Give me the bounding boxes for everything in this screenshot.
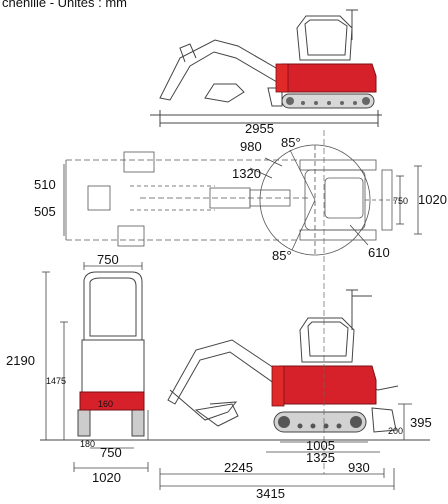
dim-160: 160: [98, 399, 113, 409]
front-cab: [83, 271, 143, 341]
plan-body: [304, 169, 366, 231]
dim-2955: 2955: [245, 121, 274, 136]
dim-1005: 1005: [306, 438, 335, 453]
dim-180: 180: [80, 439, 95, 449]
dim-750-front: 750: [100, 445, 122, 460]
cab-bottom: [299, 317, 355, 363]
dim-610: 610: [368, 245, 390, 260]
side-view-top: [159, 9, 375, 109]
front-track-left: [77, 409, 91, 437]
blade-bottom: [371, 407, 397, 433]
front-body: [81, 339, 145, 393]
bucket: [204, 83, 245, 103]
track-top: [281, 93, 375, 109]
dim-510: 510: [34, 177, 56, 192]
dim-980: 980: [240, 139, 262, 154]
bucket-plan-lower: [117, 225, 145, 247]
dim-930: 930: [348, 460, 370, 475]
dim-1325: 1325: [306, 450, 335, 465]
plan-cab: [324, 177, 364, 219]
front-track-right: [131, 409, 145, 437]
dim-85-bottom: 85°: [272, 248, 292, 263]
plan-track-lower: [299, 229, 377, 241]
upper-body-red-bottom: [273, 365, 377, 405]
boom: [159, 39, 284, 101]
dim-1475: 1475: [46, 376, 66, 386]
header-caption: chenille - Unités : mm: [2, 0, 127, 10]
dim-85-top: 85°: [281, 135, 301, 150]
bucket-plan-mid: [87, 185, 111, 211]
dim-3415: 3415: [256, 486, 285, 501]
boom-bracket-red-bottom: [271, 365, 285, 407]
dim-1020-plan: 1020: [418, 192, 447, 207]
cab: [296, 15, 353, 61]
upper-body-red: [277, 63, 377, 93]
boom-bracket-red: [275, 63, 289, 93]
front-cab-glass: [89, 277, 137, 337]
track-bottom: [273, 411, 367, 433]
dim-750-front-top: 750: [97, 252, 119, 267]
dim-1320: 1320: [232, 166, 261, 181]
front-blade-red: [79, 391, 145, 411]
arm-bottom: [169, 389, 238, 421]
plan-view: [65, 144, 395, 256]
bucket-plan-upper: [123, 151, 155, 173]
dim-2190: 2190: [6, 353, 35, 368]
bucket-bottom: [194, 403, 239, 427]
front-view: [77, 271, 145, 437]
arm: [179, 43, 197, 63]
dim-200: 200: [388, 426, 403, 436]
cab-window: [304, 19, 348, 56]
dim-395: 395: [410, 415, 432, 430]
plan-track-upper: [299, 159, 377, 171]
side-view-bottom: [167, 289, 399, 433]
dim-1020-front: 1020: [92, 470, 121, 485]
boom-bottom: [167, 339, 281, 405]
dim-2245: 2245: [224, 460, 253, 475]
dim-750-plan: 750: [393, 196, 408, 206]
dim-505: 505: [34, 204, 56, 219]
